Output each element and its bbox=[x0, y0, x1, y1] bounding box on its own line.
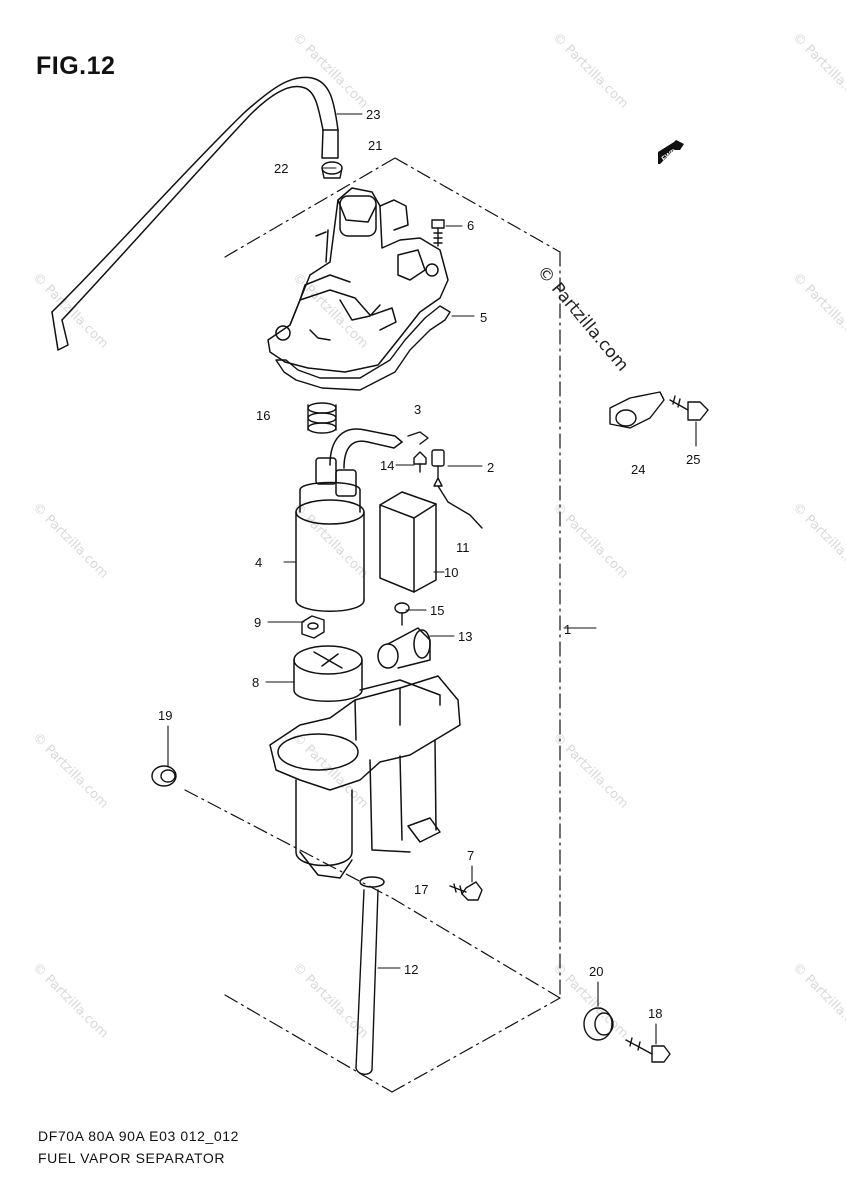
callout-24: 24 bbox=[631, 462, 645, 477]
nut-9 bbox=[301, 615, 325, 639]
callout-16: 16 bbox=[256, 408, 270, 423]
figure-title: FIG.12 bbox=[36, 52, 116, 80]
callout-10: 10 bbox=[444, 565, 458, 580]
sensor-terminal bbox=[407, 431, 483, 529]
callout-6: 6 bbox=[467, 218, 474, 233]
callout-19: 19 bbox=[158, 708, 172, 723]
callout-15: 15 bbox=[430, 603, 444, 618]
callout-9: 9 bbox=[254, 615, 261, 630]
callout-1: 1 bbox=[564, 622, 571, 637]
bolt-25 bbox=[669, 395, 709, 421]
callout-22: 22 bbox=[274, 161, 288, 176]
bolt-18 bbox=[625, 1037, 671, 1063]
control-module bbox=[379, 491, 437, 593]
callout-labels: 1 2 3 4 5 6 7 8 9 10 11 12 13 14 15 16 1… bbox=[158, 107, 700, 1021]
assembly-boundary bbox=[184, 157, 561, 1093]
bushing bbox=[307, 402, 337, 434]
drain-hose bbox=[355, 889, 379, 1075]
callout-20: 20 bbox=[589, 964, 603, 979]
filter-housing bbox=[293, 645, 363, 702]
callout-25: 25 bbox=[686, 452, 700, 467]
top-cover bbox=[267, 187, 449, 373]
callout-7: 7 bbox=[467, 848, 474, 863]
callout-3: 3 bbox=[414, 402, 421, 417]
callout-4: 4 bbox=[255, 555, 262, 570]
callout-17: 17 bbox=[414, 882, 428, 897]
pressure-regulator bbox=[377, 627, 431, 669]
callout-21: 21 bbox=[368, 138, 382, 153]
fuel-hose bbox=[329, 428, 403, 469]
diagram-code: DF70A 80A 90A E03 012_012 bbox=[38, 1128, 240, 1144]
fuel-pump bbox=[295, 457, 365, 612]
callout-11: 11 bbox=[456, 540, 470, 555]
cover-screw bbox=[431, 219, 445, 247]
callout-14: 14 bbox=[380, 458, 394, 473]
grommet-20 bbox=[583, 1007, 614, 1041]
callout-23: 23 bbox=[366, 107, 380, 122]
callout-18: 18 bbox=[648, 1006, 662, 1021]
vent-hose bbox=[51, 76, 339, 351]
screw-15 bbox=[394, 602, 410, 626]
callout-12: 12 bbox=[404, 962, 418, 977]
forward-arrow-icon: FWD bbox=[658, 140, 684, 164]
hose-clip bbox=[321, 161, 343, 179]
grommet-19 bbox=[151, 765, 177, 787]
bolt-17 bbox=[449, 881, 483, 901]
callout-8: 8 bbox=[252, 675, 259, 690]
callout-2: 2 bbox=[487, 460, 494, 475]
separator-body bbox=[269, 675, 461, 888]
diagram-caption: FUEL VAPOR SEPARATOR bbox=[38, 1150, 226, 1166]
callout-13: 13 bbox=[458, 629, 472, 644]
screw-14 bbox=[413, 451, 427, 473]
gasket bbox=[275, 305, 451, 391]
clamp-24 bbox=[609, 391, 665, 429]
callout-5: 5 bbox=[480, 310, 487, 325]
leader-lines bbox=[167, 113, 697, 1045]
